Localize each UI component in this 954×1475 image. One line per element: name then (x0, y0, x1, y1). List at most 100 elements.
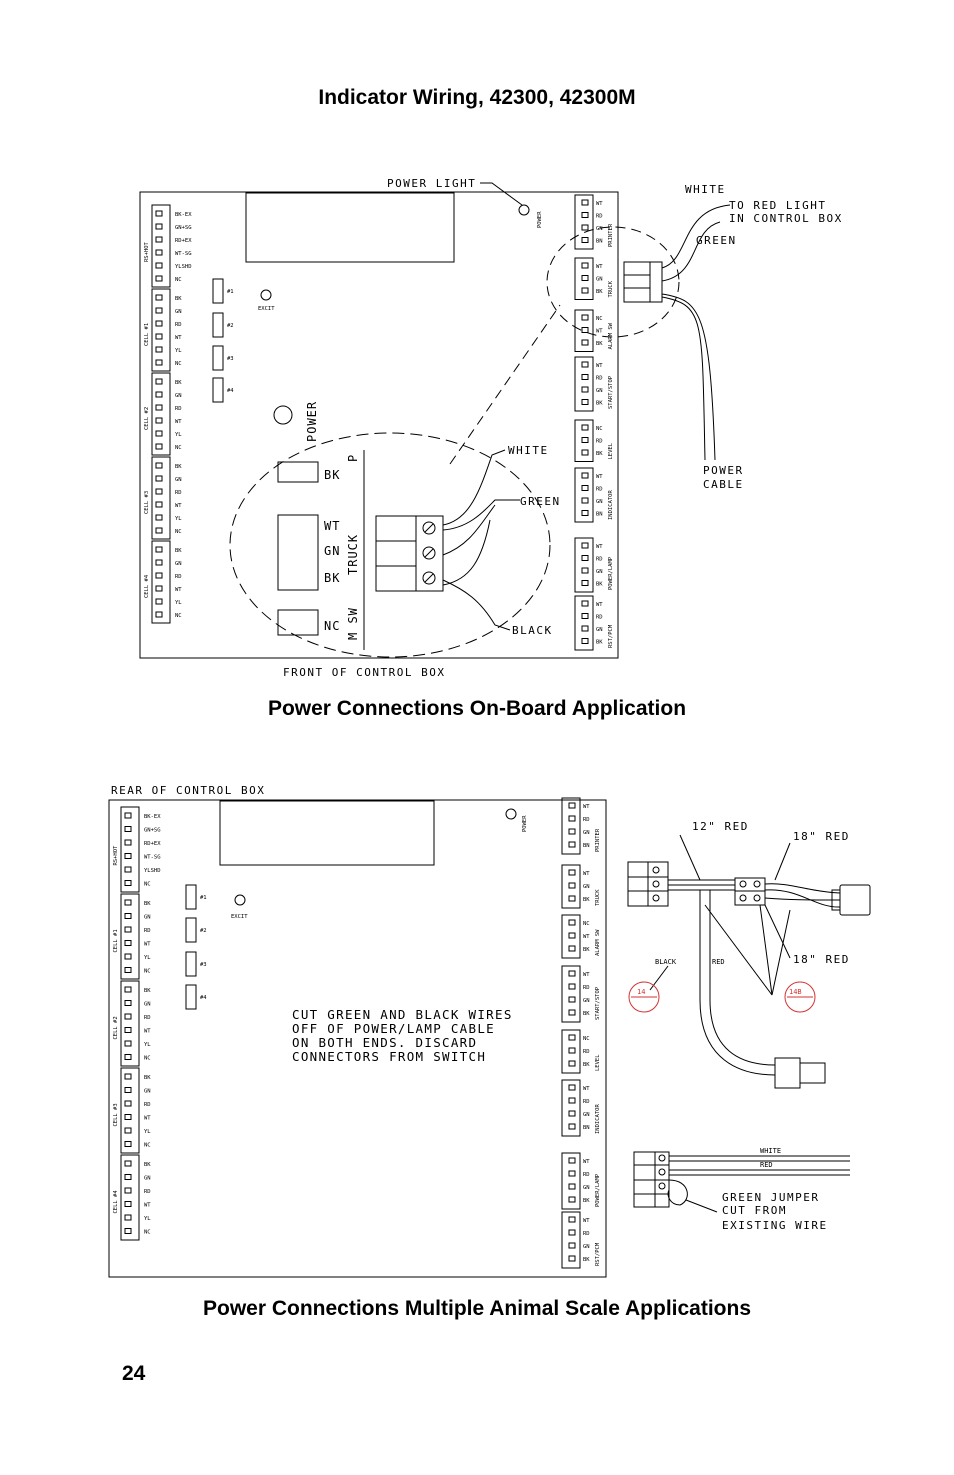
left-group-label: CELL #3 (113, 1103, 119, 1126)
diagram-multiple: BK-EXGN+SGRD+EXWT-SGYLSHDNCRS+HOTBKGNRDW… (108, 797, 871, 1278)
note-line-4: CONNECTORS FROM SWITCH (292, 1049, 486, 1064)
right-pin-label: BN (596, 239, 603, 245)
right-pin-label: BN (583, 843, 590, 849)
right-pin-label: BK (596, 289, 603, 295)
right-pin-label: WT (583, 1086, 590, 1092)
detail-black-label: BLACK (512, 624, 553, 637)
right-group-label: ALARM SW (595, 929, 601, 956)
right-pin-label: RD (583, 1099, 590, 1105)
left-pin-label: BK (175, 296, 182, 302)
left-pin-label: YL (175, 432, 182, 438)
left-pin-label: NC (144, 1230, 151, 1236)
detail-bk-label: BK (324, 468, 340, 482)
left-pin-label: YL (175, 516, 182, 522)
left-pin-label: YL (144, 1216, 151, 1222)
right-pin-label: WT (596, 329, 603, 335)
left-pin-label: RD+EX (175, 238, 192, 244)
left-connector (120, 980, 140, 1067)
right-pin-label: RD (596, 376, 603, 382)
left-group-label: CELL #4 (113, 1190, 119, 1214)
right-connector (561, 1029, 581, 1074)
left-pin-label: NC (144, 1056, 151, 1062)
left-pin-label: RD (144, 928, 151, 934)
right-pin-label: GN (596, 388, 603, 394)
jumper-label: #4 (227, 388, 234, 394)
left-pin-label: BK (144, 988, 151, 994)
jumper (185, 917, 197, 943)
jumpers-2: #1#2#3#4 (185, 884, 207, 1010)
power-knob (273, 405, 293, 425)
red-18-top-label: 18" RED (793, 830, 850, 843)
left-pin-label: GN (144, 1176, 151, 1182)
left-pin-label: NC (144, 882, 151, 888)
right-group-label: LEVEL (595, 1054, 601, 1071)
left-pin-label: YLSHD (175, 264, 192, 270)
detail-ellipse (229, 432, 551, 658)
right-pin-label: RD (596, 615, 603, 621)
right-pin-label: GN (583, 1112, 590, 1118)
white-label: WHITE (685, 183, 726, 196)
jumper (185, 984, 197, 1010)
right-pin-label: GN (596, 226, 603, 232)
left-pin-label: NC (175, 277, 182, 283)
detail-white-label: WHITE (508, 444, 549, 457)
detail-gn-label: GN (324, 544, 340, 558)
right-group-label: PRINTER (595, 828, 601, 852)
control-board-outline-2 (108, 799, 607, 1278)
white-label-2: WHITE (760, 1147, 781, 1155)
black-label: BLACK (655, 958, 677, 966)
right-connector (561, 965, 581, 1023)
right-pin-label: BK (596, 341, 603, 347)
right-connector (574, 537, 594, 593)
right-group-label: START/STOP (608, 375, 614, 409)
left-pin-label: BK (144, 901, 151, 907)
jumper (212, 345, 224, 371)
right-connector (561, 914, 581, 959)
control-board-outline (139, 191, 619, 659)
callout-b (784, 981, 816, 1013)
left-pin-label: BK (144, 1162, 151, 1168)
red-12-label: 12" RED (692, 820, 749, 833)
note-line-3: ON BOTH ENDS. DISCARD (292, 1035, 477, 1050)
front-of-control-box-label: FRONT OF CONTROL BOX (283, 666, 445, 679)
right-pin-label: WT (583, 871, 590, 877)
power-light-label: POWER LIGHT (387, 177, 476, 190)
right-pin-label: GN (596, 277, 603, 283)
right-pin-label: BK (583, 1011, 590, 1017)
left-pin-label: WT (144, 1029, 151, 1035)
caption-onboard: Power Connections On-Board Application (267, 697, 687, 720)
left-pin-label: YL (144, 1129, 151, 1135)
right-pin-label: GN (583, 998, 590, 1004)
right-pin-label: GN (583, 1185, 590, 1191)
right-pin-label: WT (596, 602, 603, 608)
jumper-label: #2 (200, 928, 207, 934)
jumper (212, 312, 224, 338)
left-connector (120, 893, 140, 980)
left-pin-label: BK (175, 380, 182, 386)
left-connector (120, 1154, 140, 1241)
right-connector (574, 356, 594, 412)
right-connector (574, 309, 594, 352)
red-label: RED (712, 958, 725, 966)
right-pin-label: BK (596, 582, 603, 588)
left-pin-label: GN (144, 915, 151, 921)
right-pin-label: GN (596, 627, 603, 633)
detail-power-label: POWER (305, 401, 319, 442)
right-pin-label: GN (583, 830, 590, 836)
left-pin-label: BK (175, 464, 182, 470)
note-line-1: CUT GREEN AND BLACK WIRES (292, 1007, 513, 1022)
detail-truck-label: TRUCK (346, 534, 360, 575)
left-group-label: CELL #4 (144, 574, 150, 598)
right-group-label: ALARM SW (608, 322, 614, 349)
callout-b-label: 14B (789, 988, 802, 996)
switch-body (839, 884, 871, 916)
detail-msw-label: M SW (346, 607, 360, 640)
jumper-label: #3 (227, 356, 234, 362)
right-pin-label: WT (596, 363, 603, 369)
right-pin-label: WT (596, 201, 603, 207)
diagram-onboard: BK-EXGN+SGRD+EXWT-SGYLSHDNCRS+HOTBKGNRDW… (139, 182, 731, 659)
left-pin-label: YL (175, 600, 182, 606)
left-connector (151, 456, 171, 540)
power-light-led (518, 204, 530, 216)
left-pin-label: RD (175, 322, 182, 328)
